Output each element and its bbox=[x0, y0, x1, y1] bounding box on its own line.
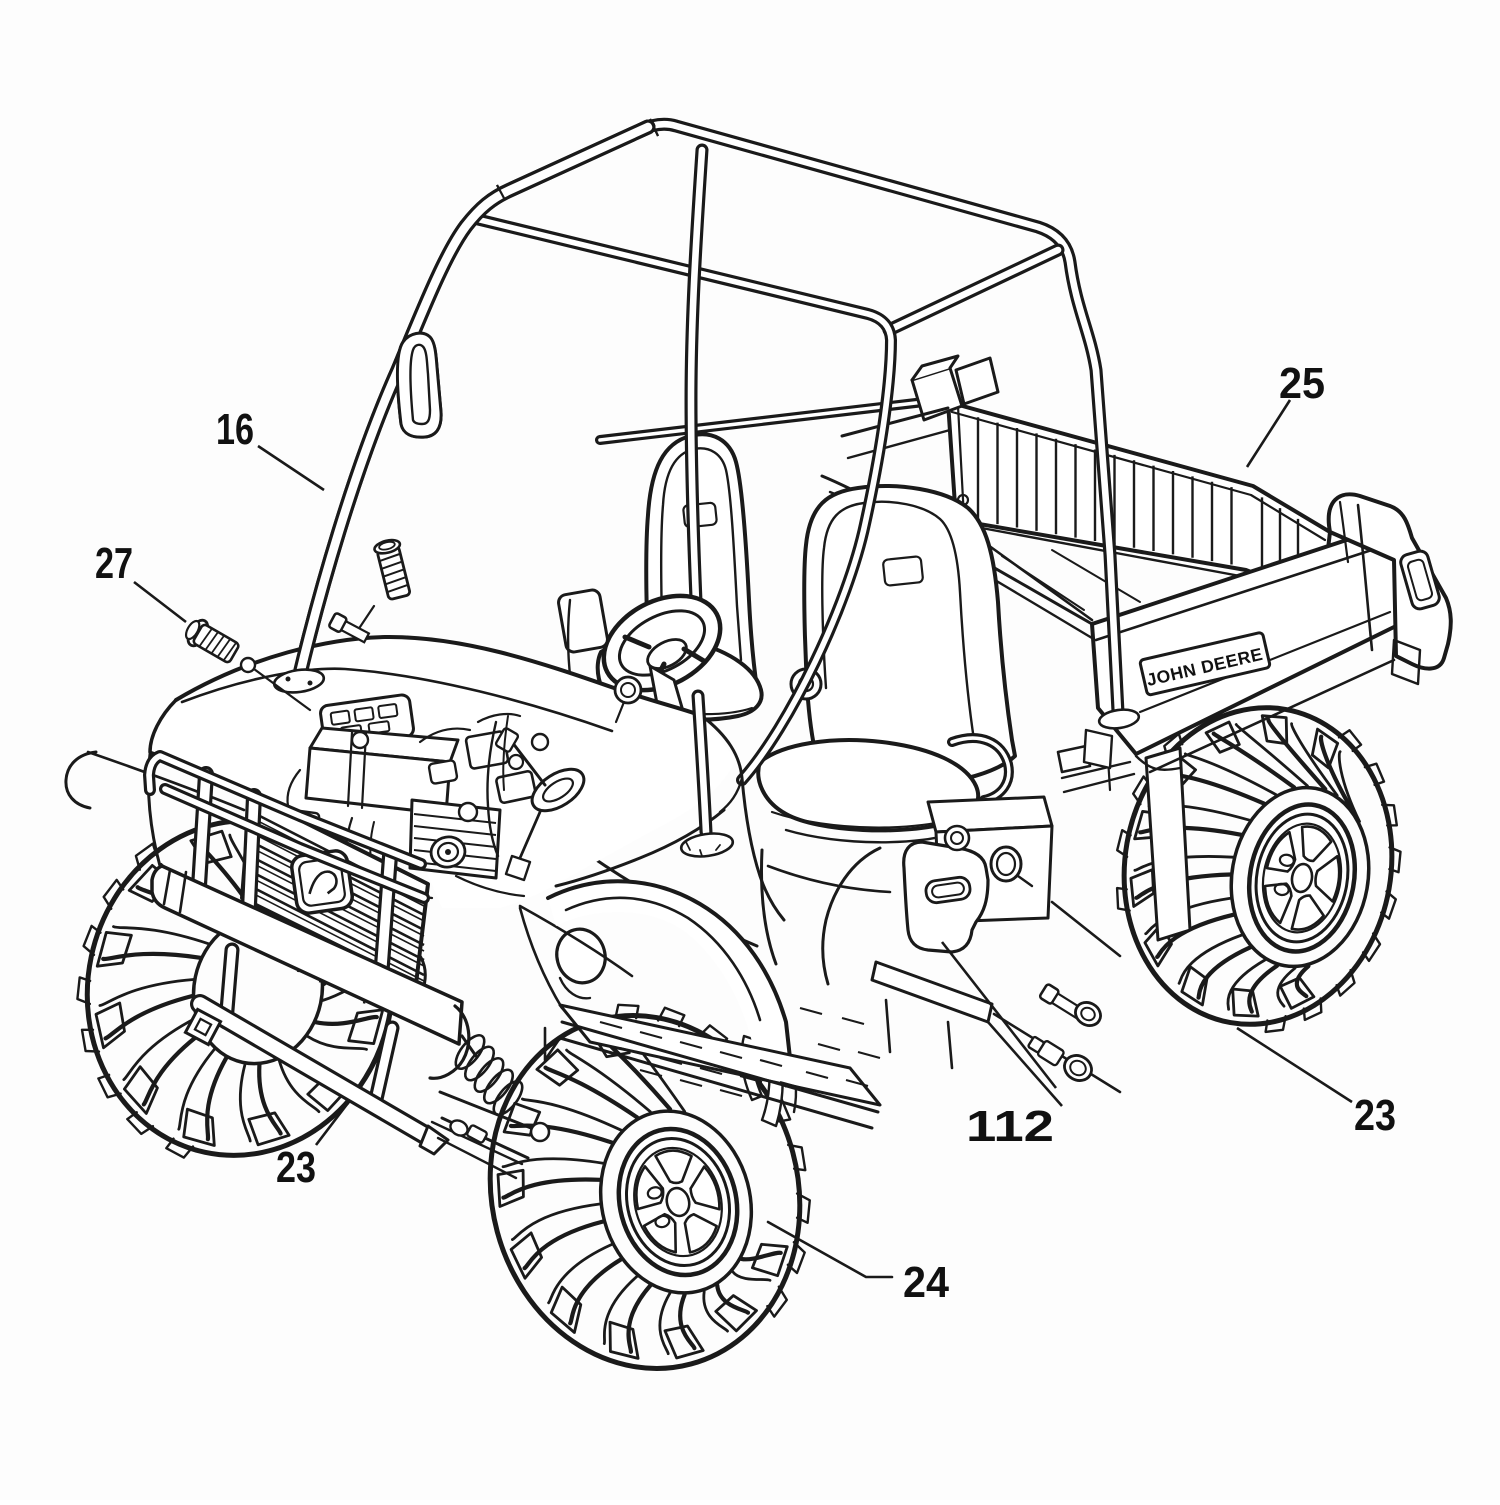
svg-text:112: 112 bbox=[966, 1102, 1054, 1151]
svg-text:23: 23 bbox=[276, 1143, 316, 1192]
svg-text:25: 25 bbox=[1279, 359, 1325, 408]
svg-text:16: 16 bbox=[216, 405, 254, 454]
svg-text:27: 27 bbox=[95, 539, 133, 588]
svg-text:24: 24 bbox=[903, 1258, 949, 1307]
svg-text:23: 23 bbox=[1354, 1091, 1396, 1140]
